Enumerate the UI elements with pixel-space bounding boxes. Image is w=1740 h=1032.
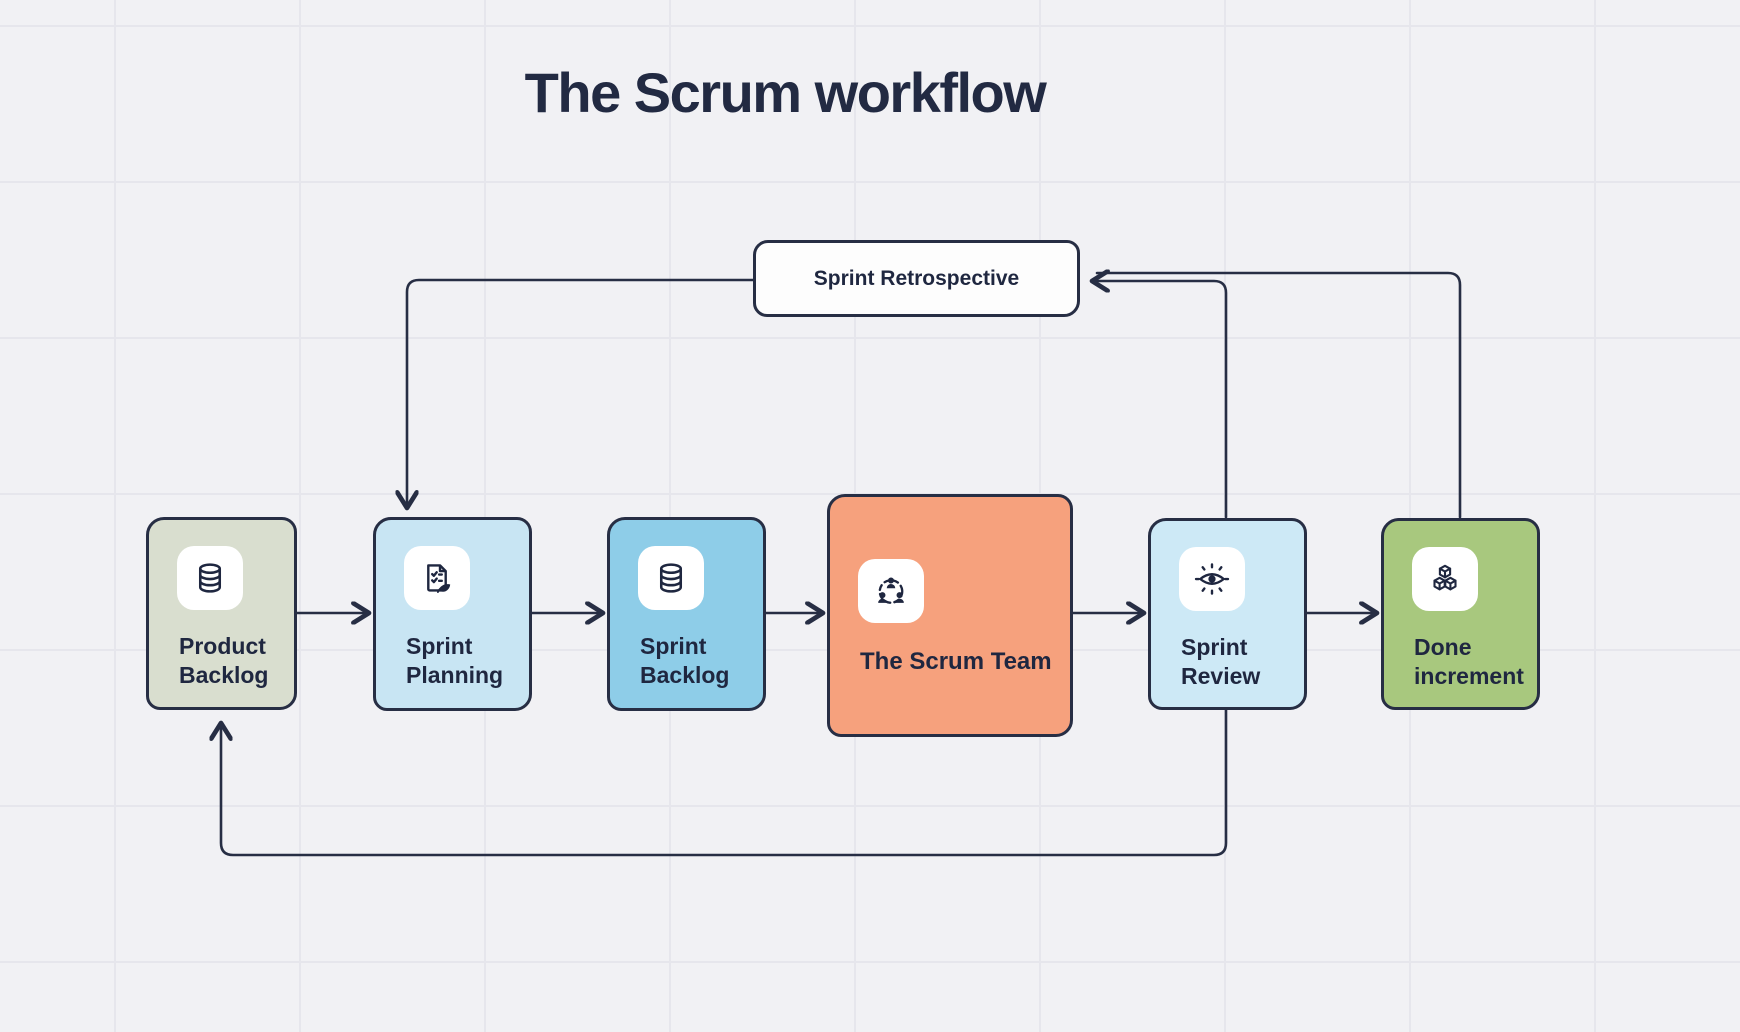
eye-icon: [1194, 563, 1230, 595]
node-label: Sprint Retrospective: [813, 266, 1020, 290]
icon-tile: [1412, 547, 1478, 611]
node-sprint-review[interactable]: Sprint Review: [1148, 518, 1307, 710]
database-icon: [198, 563, 222, 593]
database-icon: [659, 563, 683, 593]
icon-tile: [638, 546, 704, 610]
edge-sprint-review-to-sprint-retrospective: [1092, 281, 1228, 519]
cubes-icon: [1433, 564, 1457, 591]
node-label: Done increment: [1414, 634, 1524, 689]
icon-tile: [1179, 547, 1245, 611]
page-title: The Scrum workflow: [524, 61, 1047, 124]
node-label: Sprint Planning: [406, 633, 504, 688]
node-sprint-retrospective[interactable]: Sprint Retrospective: [753, 240, 1080, 317]
node-label: Product Backlog: [179, 633, 269, 688]
node-sprint-planning[interactable]: Sprint Planning: [373, 517, 532, 711]
icon-tile: [404, 546, 470, 610]
icon-tile: [177, 546, 243, 610]
node-label: Sprint Backlog: [640, 633, 730, 688]
edge-sprint-review-to-product-backlog: [221, 708, 1228, 857]
node-product-backlog[interactable]: Product Backlog: [146, 517, 297, 710]
node-done-increment[interactable]: Done increment: [1381, 518, 1540, 710]
node-label: Sprint Review: [1181, 634, 1261, 689]
edge-sprint-retrospective-to-sprint-planning: [407, 278, 755, 508]
checklist-document-icon: [427, 564, 451, 593]
node-sprint-backlog[interactable]: Sprint Backlog: [607, 517, 766, 711]
edge-done-increment-to-sprint-retrospective: [1095, 271, 1462, 519]
node-label: The Scrum Team: [860, 648, 1052, 675]
team-circle-icon: [878, 577, 904, 604]
icon-tile: [858, 559, 924, 623]
node-scrum-team[interactable]: The Scrum Team: [827, 494, 1073, 737]
